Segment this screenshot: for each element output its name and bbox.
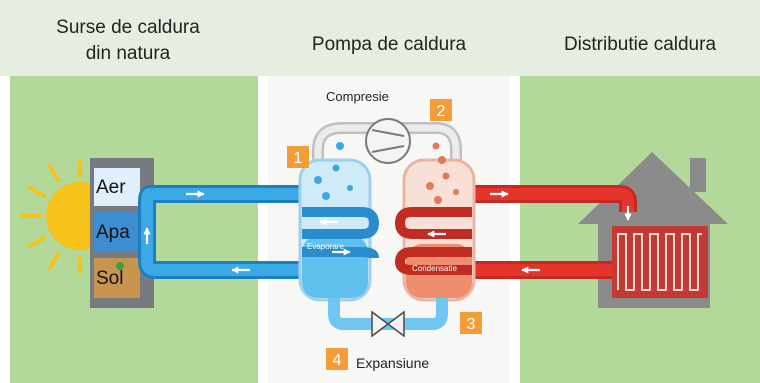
step-3: 3 <box>460 312 482 334</box>
middle-title: Pompa de caldura <box>312 34 467 55</box>
right-title: Distributie caldura <box>564 34 716 55</box>
step-4: 4 <box>326 348 348 370</box>
left-title-line2: din natura <box>86 43 171 64</box>
bubble <box>314 176 322 184</box>
flow-arrows <box>143 190 632 274</box>
label-water: Apa <box>96 222 130 243</box>
house-roof <box>578 152 728 224</box>
bubble <box>438 156 446 164</box>
header-band <box>0 0 760 76</box>
condenser: Condensatie <box>394 142 476 302</box>
bubble <box>426 182 434 190</box>
label-compression: Compresie <box>326 89 389 104</box>
bubble <box>442 172 450 180</box>
air-tile <box>94 168 140 206</box>
evaporator: Evaporare <box>298 142 380 302</box>
step-1: 1 <box>287 146 309 168</box>
expansion-valve-icon <box>371 310 405 338</box>
step-number: 2 <box>437 103 446 120</box>
label-soil: Sol <box>96 268 123 289</box>
bubble <box>336 142 344 150</box>
compressor-icon <box>365 118 411 164</box>
bubble <box>432 142 440 150</box>
cold-pipe <box>141 188 302 276</box>
bubble <box>332 164 340 172</box>
condenser-coil <box>394 207 472 239</box>
house-chimney <box>690 158 706 192</box>
bubble <box>453 189 459 195</box>
cold-loop <box>138 185 302 279</box>
step-2: 2 <box>430 99 452 121</box>
label-evaporation: Evaporare <box>307 242 344 251</box>
label-condensation: Condensatie <box>412 264 457 273</box>
evaporator-coil-lower <box>302 247 379 259</box>
radiator-panel <box>612 226 708 298</box>
left-title-line1: Surse de caldura <box>56 17 200 38</box>
bubble <box>434 196 442 204</box>
radiator-icon <box>612 226 708 298</box>
bubble <box>322 192 330 200</box>
radiator-coil <box>617 233 702 291</box>
step-number: 3 <box>467 316 476 333</box>
label-air: Aer <box>96 177 126 198</box>
evaporator-coil <box>302 207 380 239</box>
label-expansion: Expansiune <box>356 355 429 371</box>
bubble <box>347 185 353 191</box>
condenser-coil-lower <box>394 247 472 275</box>
plant-icon <box>116 262 124 270</box>
step-number: 1 <box>294 150 303 167</box>
water-tile <box>94 212 140 252</box>
step-number: 4 <box>333 352 342 369</box>
